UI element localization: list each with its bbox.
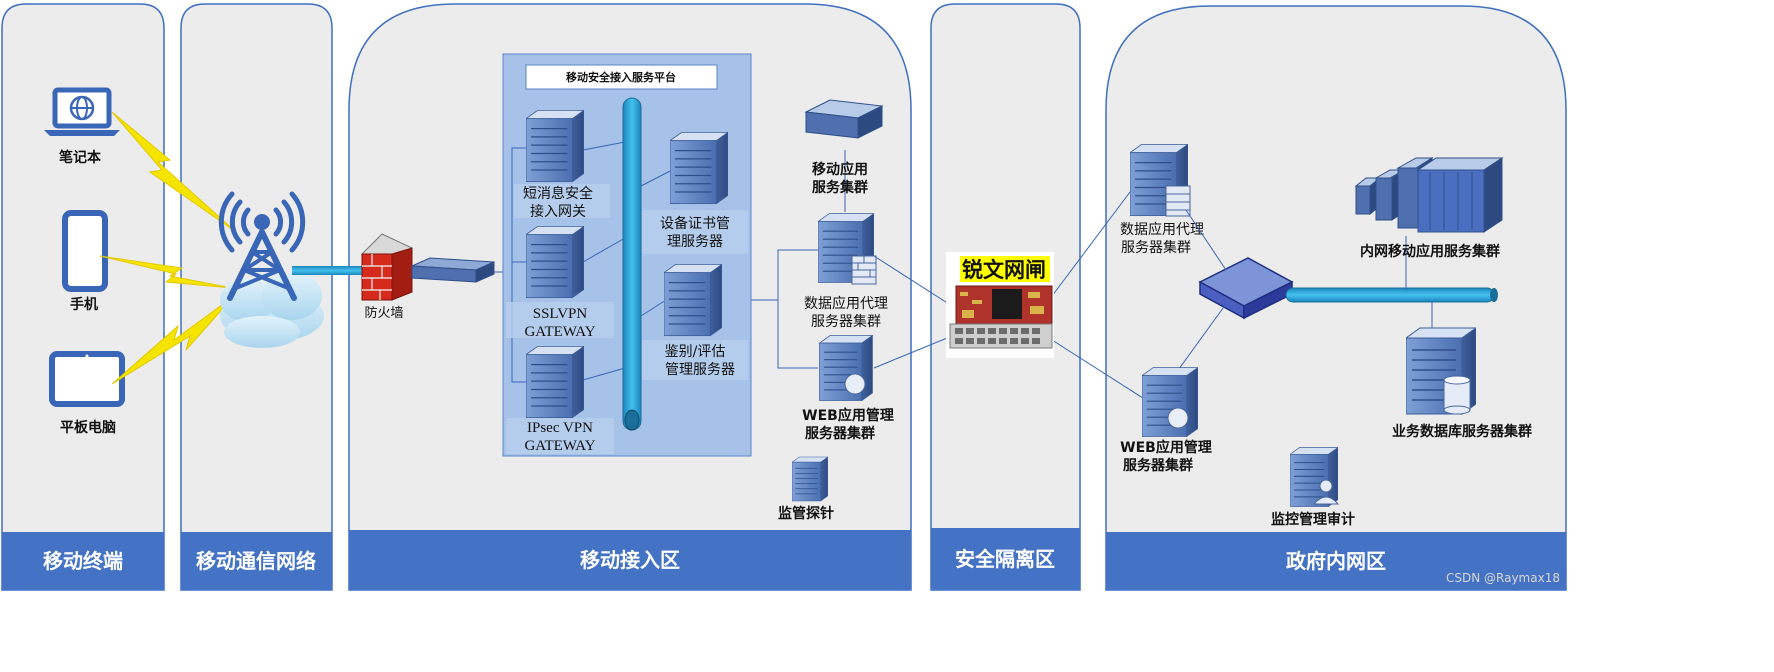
router-icon xyxy=(411,257,495,283)
cell-tower-icon xyxy=(218,191,306,301)
tablet-label: 平板电脑 xyxy=(60,419,116,436)
firewall-label: 防火墙 xyxy=(364,305,403,321)
zone-label-gov-intranet: 政府内网区 xyxy=(1286,549,1386,573)
probe-label: 监管探针 xyxy=(778,505,834,522)
security-gateway-icon: 锐文网闸 xyxy=(946,252,1054,358)
firewall-icon xyxy=(361,233,413,301)
web-mgmt-server-icon xyxy=(818,334,874,402)
zone-mobile-terminal: 移动终端 xyxy=(1,3,165,591)
gov-data-proxy-label-1: 数据应用代理 xyxy=(1120,221,1204,238)
sslvpn-label-2: GATEWAY xyxy=(524,324,595,340)
intranet-app-cluster-label: 内网移动应用服务集群 xyxy=(1360,243,1500,260)
biz-db-cluster-label: 业务数据库服务器集群 xyxy=(1392,423,1532,440)
zone-band-mobile-access xyxy=(349,530,911,590)
auth-server-label-1: 鉴别/评估 xyxy=(665,344,726,360)
zone-label-mobile-network: 移动通信网络 xyxy=(196,549,316,573)
gov-data-proxy-label-2: 服务器集群 xyxy=(1121,239,1191,256)
web-mgmt-label-2: 服务器集群 xyxy=(805,425,875,442)
access-links xyxy=(751,150,846,369)
globe-icon xyxy=(844,373,866,395)
gov-web-mgmt-label-1: WEB应用管理 xyxy=(1120,439,1212,456)
sslvpn-server-icon xyxy=(526,225,584,299)
phone-label: 手机 xyxy=(70,296,98,313)
auth-server-icon xyxy=(664,263,722,337)
mobile-app-cluster-label-1: 移动应用 xyxy=(812,161,868,178)
user-icon xyxy=(1312,479,1340,505)
laptop-icon xyxy=(44,87,120,136)
gov-web-mgmt-label-2: 服务器集群 xyxy=(1123,457,1193,474)
watermark: CSDN @Raymax18 xyxy=(1446,571,1560,585)
firewall-badge-icon xyxy=(851,255,877,285)
sslvpn-label-1: SSLVPN xyxy=(533,306,588,322)
ipsec-label-1: IPsec VPN xyxy=(527,420,593,436)
core-switch-icon xyxy=(1198,257,1294,320)
platform-bus-pipe xyxy=(622,97,642,431)
cert-server-label-2: 理服务器 xyxy=(667,234,723,250)
data-proxy-label-1: 数据应用代理 xyxy=(804,295,888,312)
zone-label-mobile-access: 移动接入区 xyxy=(580,548,680,572)
mobile-app-cluster-icon xyxy=(804,99,884,139)
ipsec-label-2: GATEWAY xyxy=(524,438,595,454)
laptop-label: 笔记本 xyxy=(59,149,102,166)
gateway-brand-label: 锐文网闸 xyxy=(962,258,1046,282)
gov-globe-icon xyxy=(1167,407,1189,429)
tablet-icon xyxy=(49,351,125,407)
platform-title: 移动安全接入服务平台 xyxy=(566,70,676,84)
ipsec-server-icon xyxy=(526,345,584,419)
auth-server-label-2: 管理服务器 xyxy=(665,362,735,378)
intranet-rack-icon xyxy=(1354,157,1504,233)
platform-links xyxy=(511,141,673,383)
cert-server-label-1: 设备证书管 xyxy=(660,215,730,232)
network-pipe xyxy=(292,266,372,275)
database-icon xyxy=(1443,375,1471,415)
cert-server-icon xyxy=(670,131,728,205)
gov-firewall-badge-icon xyxy=(1165,185,1191,217)
isolation-links xyxy=(873,183,1147,401)
phone-icon xyxy=(62,210,108,292)
probe-server-icon xyxy=(792,456,828,502)
sms-gateway-server-icon xyxy=(526,109,584,183)
mobile-app-cluster-label-2: 服务集群 xyxy=(812,179,868,196)
sms-gateway-label-1: 短消息安全 xyxy=(523,185,593,202)
zone-band-mobile-terminal xyxy=(2,532,164,590)
sms-gateway-label-2: 接入网关 xyxy=(530,203,586,220)
zone-band-security-isolation xyxy=(931,528,1080,590)
zone-label-mobile-terminal: 移动终端 xyxy=(43,549,123,573)
platform-title-box xyxy=(525,64,718,90)
audit-label: 监控管理审计 xyxy=(1271,511,1355,528)
gov-web-mgmt-server-icon xyxy=(1142,367,1198,437)
gov-pipe xyxy=(1285,287,1495,303)
data-proxy-label-2: 服务器集群 xyxy=(811,313,881,330)
zone-band-gov-intranet xyxy=(1106,532,1566,590)
zone-label-security-isolation: 安全隔离区 xyxy=(955,547,1055,571)
web-mgmt-label-1: WEB应用管理 xyxy=(802,407,894,424)
zone-band-mobile-network xyxy=(181,532,332,590)
